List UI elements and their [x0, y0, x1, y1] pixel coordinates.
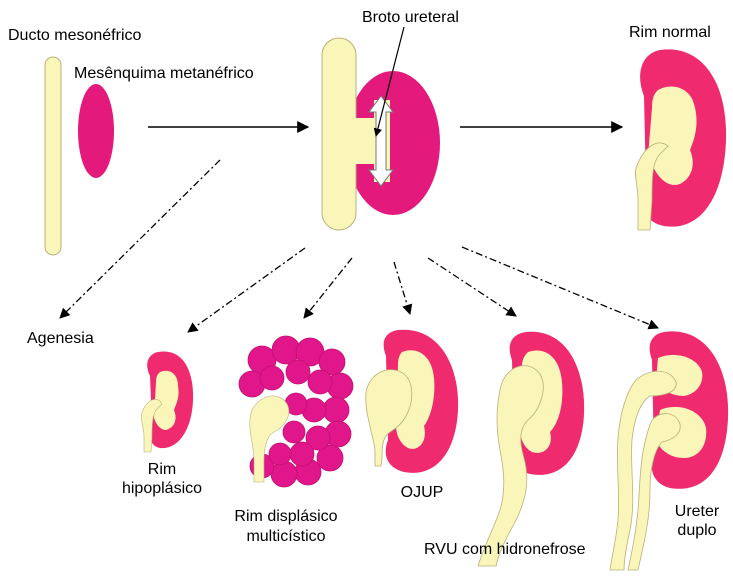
dashed-arrow-icon [60, 160, 220, 318]
label-rvu-hidronefrose: RVU com hidronefrose [424, 541, 586, 559]
ojup-kidney [366, 330, 458, 473]
dashed-arrow-icon [188, 248, 305, 332]
label-ureter-duplo-2: duplo [677, 522, 716, 540]
label-mesenquima-metanefrico: Mesênquima metanéfrico [74, 65, 254, 83]
dashed-arrow-icon [462, 247, 658, 328]
label-ojup: OJUP [401, 484, 444, 502]
label-agenesia: Agenesia [27, 330, 94, 348]
label-rim-displasico-1: Rim displásico [234, 508, 337, 526]
mesonephric-duct [45, 57, 61, 255]
label-ducto-mesonefrico: Ducto mesonéfrico [8, 27, 141, 45]
rvu-kidney [478, 332, 584, 566]
label-rim-displasico-2: multicístico [246, 528, 325, 546]
label-rim-normal: Rim normal [629, 24, 711, 42]
metanephric-mesenchyme [78, 84, 114, 178]
dashed-arrow-icon [394, 262, 410, 314]
normal-kidney [635, 49, 726, 230]
hypoplastic-kidney [141, 352, 193, 452]
label-broto-ureteral: Broto ureteral [362, 9, 459, 27]
dashed-arrow-icon [304, 258, 352, 318]
label-ureter-duplo-1: Ureter [675, 503, 719, 521]
duct-stage-2 [322, 38, 356, 230]
label-rim-hipoplasico-2: hipoplásico [122, 480, 202, 498]
label-rim-hipoplasico-1: Rim [148, 461, 176, 479]
dashed-arrow-icon [428, 258, 516, 316]
